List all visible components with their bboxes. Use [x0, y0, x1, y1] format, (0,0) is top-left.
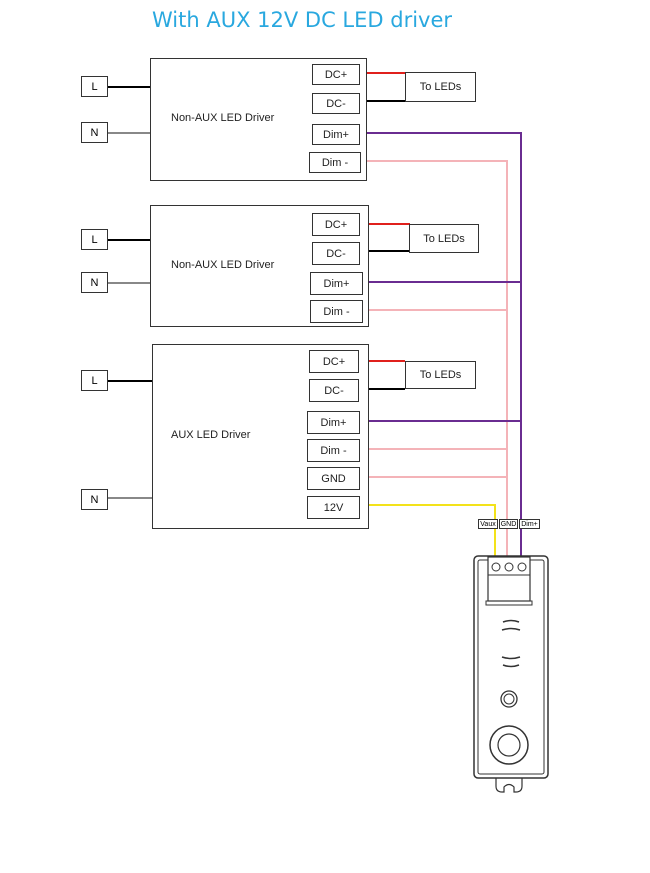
driver-name-2: Non-AUX LED Driver	[171, 259, 275, 271]
driver-box-3	[152, 344, 369, 529]
to-leds-box-2: To LEDs	[409, 224, 479, 253]
controller-device	[473, 555, 549, 793]
terminal-dc-plus-2: DC+	[312, 213, 360, 236]
terminal-dc-minus-2: DC-	[312, 242, 360, 265]
to-leds-box-3: To LEDs	[405, 361, 476, 389]
neutral-terminal-2: N	[81, 272, 108, 293]
terminal-dim-plus-3: Dim+	[307, 411, 360, 434]
terminal-dc-plus-1: DC+	[312, 64, 360, 85]
controller-label-gnd: GND	[499, 519, 518, 529]
live-terminal-3: L	[81, 370, 108, 391]
neutral-terminal-1: N	[81, 122, 108, 143]
aux-12v-wire	[368, 504, 496, 556]
driver-name-3: AUX LED Driver	[171, 429, 251, 441]
mains-wires	[108, 86, 152, 499]
terminal-dim-minus-3: Dim -	[307, 439, 360, 462]
terminal-dc-minus-1: DC-	[312, 93, 360, 114]
terminal-dim-minus-2: Dim -	[310, 300, 363, 323]
dim-minus-wires	[362, 160, 508, 556]
page-title: With AUX 12V DC LED driver	[152, 8, 453, 32]
dim-plus-wires	[362, 132, 522, 556]
controller-label-dim-plus: Dim+	[519, 519, 540, 529]
terminal-dim-plus-1: Dim+	[312, 124, 360, 145]
terminal-12v-3: 12V	[307, 496, 360, 519]
terminal-dc-minus-3: DC-	[309, 379, 359, 402]
terminal-dim-minus-1: Dim -	[309, 152, 361, 173]
driver-name-1: Non-AUX LED Driver	[171, 112, 275, 124]
neutral-terminal-3: N	[81, 489, 108, 510]
to-leds-box-1: To LEDs	[405, 72, 476, 102]
controller-label-vaux: Vaux	[478, 519, 498, 529]
live-terminal-2: L	[81, 229, 108, 250]
dc-output-wires	[362, 72, 410, 390]
live-terminal-1: L	[81, 76, 108, 97]
terminal-gnd-3: GND	[307, 467, 360, 490]
terminal-dc-plus-3: DC+	[309, 350, 359, 373]
terminal-dim-plus-2: Dim+	[310, 272, 363, 295]
